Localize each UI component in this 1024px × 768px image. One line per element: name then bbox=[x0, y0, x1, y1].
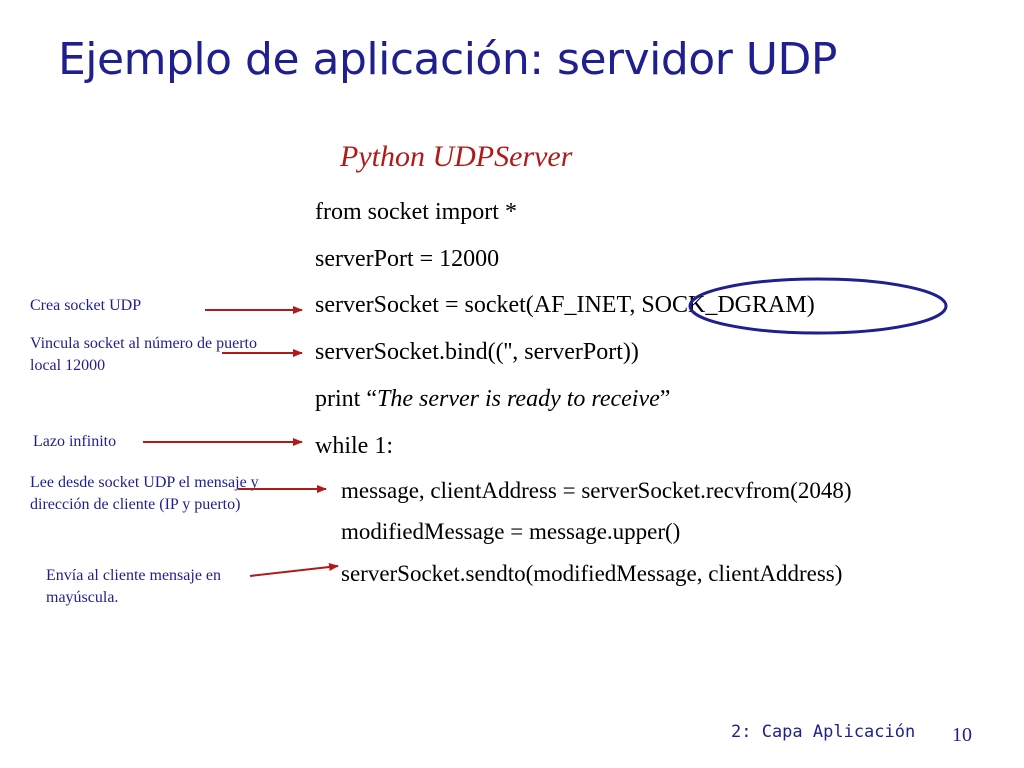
print-message: The server is ready to receive bbox=[376, 386, 660, 412]
code-line-server-port: serverPort = 12000 bbox=[315, 246, 500, 272]
annotation-bind-port: Vincula socket al número de puerto local… bbox=[30, 335, 257, 374]
code-line-import: from socket import * bbox=[315, 199, 517, 225]
annotation-send-upper: Envía al cliente mensaje en mayúscula. bbox=[46, 567, 222, 606]
print-suffix: ” bbox=[659, 386, 671, 412]
code-line-bind: serverSocket.bind(('', serverPort)) bbox=[315, 339, 639, 365]
code-line-recvfrom: message, clientAddress = serverSocket.re… bbox=[341, 478, 852, 503]
annotation-create-socket: Crea socket UDP bbox=[30, 297, 142, 314]
code-line-print: print “The server is ready to receive” bbox=[315, 386, 670, 413]
code-line-create-socket: serverSocket = socket(AF_INET, SOCK_DGRA… bbox=[315, 292, 815, 318]
slide-subtitle: Python UDPServer bbox=[340, 140, 573, 173]
slide-title: Ejemplo de aplicación: servidor UDP bbox=[58, 34, 837, 85]
code-line-sendto: serverSocket.sendto(modifiedMessage, cli… bbox=[341, 561, 843, 586]
arrow-send-upper bbox=[249, 563, 339, 577]
print-prefix: print “ bbox=[315, 386, 377, 412]
highlight-ellipse-sock-dgram bbox=[688, 277, 948, 335]
code-line-upper: modifiedMessage = message.upper() bbox=[341, 519, 681, 544]
annotation-read-socket: Lee desde socket UDP el mensaje y direcc… bbox=[30, 474, 259, 513]
code-line-while: while 1: bbox=[315, 433, 393, 459]
footer-chapter-label: 2: Capa Aplicación bbox=[731, 722, 916, 742]
annotation-infinite-loop: Lazo infinito bbox=[33, 433, 117, 450]
page-number: 10 bbox=[952, 724, 972, 746]
